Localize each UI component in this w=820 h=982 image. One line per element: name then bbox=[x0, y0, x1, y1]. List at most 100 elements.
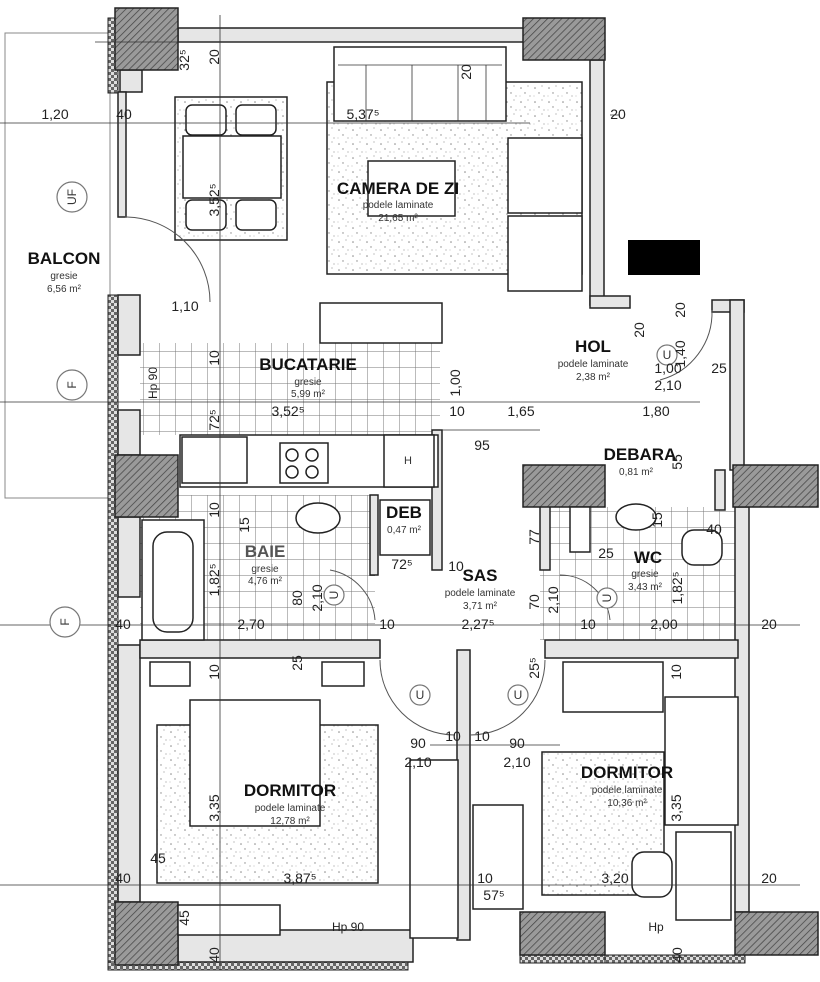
room-hol-name: HOL bbox=[575, 337, 611, 356]
dim-label: 10 bbox=[206, 664, 222, 680]
redaction-block bbox=[628, 240, 700, 275]
dim-label: 10 bbox=[379, 616, 395, 632]
dim-label: 20 bbox=[631, 322, 647, 338]
dim-label: 25 bbox=[598, 545, 614, 561]
room-dormitor2-floor: podele laminate bbox=[592, 785, 663, 796]
room-wc-name: WC bbox=[634, 548, 662, 567]
dim-label: 3,52⁵ bbox=[271, 403, 304, 419]
room-hol-floor: podele laminate bbox=[558, 359, 629, 370]
dim-label: 25 bbox=[289, 655, 305, 671]
chair bbox=[185, 104, 227, 136]
dim-label: 10 bbox=[206, 502, 222, 518]
dim-label: 55 bbox=[669, 454, 685, 470]
dim-label: 1,20 bbox=[41, 106, 68, 122]
dim-label: 10 bbox=[580, 616, 596, 632]
sofa bbox=[333, 46, 507, 122]
u-label: U bbox=[514, 688, 523, 702]
appliance-h bbox=[383, 434, 435, 488]
dim-label: 40 bbox=[115, 870, 131, 886]
room-bucatarie-name: BUCATARIE bbox=[259, 355, 357, 374]
room-camera-area: 21,65 m² bbox=[378, 213, 418, 224]
dim-label: 32⁵ bbox=[176, 49, 192, 70]
room-balcon-area: 6,56 m² bbox=[47, 284, 82, 295]
dim-label: 1,80 bbox=[642, 403, 669, 419]
room-sas-name: SAS bbox=[463, 566, 498, 585]
pillar bbox=[519, 911, 606, 956]
u-label: U bbox=[663, 348, 672, 362]
dim-label: 70 bbox=[526, 594, 542, 610]
dim-label: 40 bbox=[206, 947, 222, 963]
room-sas-area: 3,71 m² bbox=[463, 601, 498, 612]
dim-label: Hp 90 bbox=[146, 367, 160, 399]
dim-label: 10 bbox=[477, 870, 493, 886]
dimension-labels: 32⁵ 20 1,20 40 5,37⁵ 20 20 3,52⁵ 1,10 10… bbox=[41, 49, 777, 963]
nightstand bbox=[321, 661, 365, 687]
dim-label: 20 bbox=[206, 49, 222, 65]
room-dormitor1-floor: podele laminate bbox=[255, 803, 326, 814]
dim-label: 45 bbox=[150, 850, 166, 866]
stove bbox=[279, 442, 329, 484]
door-swings bbox=[124, 216, 713, 736]
dim-label: 45 bbox=[176, 910, 192, 926]
dim-label: 80 bbox=[289, 590, 305, 606]
dim-label: 20 bbox=[761, 870, 777, 886]
dim-label: 90 bbox=[410, 735, 426, 751]
u-symbol bbox=[656, 344, 678, 366]
dim-label: 40 bbox=[706, 521, 722, 537]
boiler bbox=[569, 506, 591, 553]
room-bucatarie-floor: gresie bbox=[294, 377, 322, 388]
dim-label: 2,10 bbox=[503, 754, 530, 770]
pillar bbox=[114, 901, 179, 966]
room-dormitor1-name: DORMITOR bbox=[244, 781, 336, 800]
armchair bbox=[507, 215, 583, 292]
u-symbol bbox=[507, 684, 529, 706]
u-symbol bbox=[596, 587, 618, 609]
room-balcon-floor: gresie bbox=[50, 271, 78, 282]
dim-label: 15 bbox=[236, 517, 252, 533]
dim-label: 95 bbox=[474, 437, 490, 453]
room-deb-area: 0,47 m² bbox=[387, 525, 422, 536]
dim-label: 20 bbox=[672, 302, 688, 318]
u-symbol bbox=[409, 684, 431, 706]
room-labels: CAMERA DE ZI podele laminate 21,65 m² BA… bbox=[28, 179, 677, 827]
dim-label: 10 bbox=[474, 728, 490, 744]
room-hol-area: 2,38 m² bbox=[576, 372, 611, 383]
f-symbol bbox=[49, 606, 81, 638]
pillar bbox=[114, 7, 179, 71]
bed bbox=[664, 696, 739, 826]
dim-label: 3,52⁵ bbox=[206, 183, 222, 216]
dim-label: 40 bbox=[115, 616, 131, 632]
pillar bbox=[522, 464, 606, 508]
dim-label: 40 bbox=[669, 947, 685, 963]
dim-label: 3,20 bbox=[601, 870, 628, 886]
room-camera-name: CAMERA DE ZI bbox=[337, 179, 459, 198]
furniture bbox=[141, 46, 739, 939]
room-sas-floor: podele laminate bbox=[445, 588, 516, 599]
room-baie-area: 4,76 m² bbox=[248, 576, 283, 587]
f-symbol bbox=[56, 369, 88, 401]
dim-label: 40 bbox=[116, 106, 132, 122]
sofa-bed bbox=[562, 661, 664, 713]
room-baie-floor: gresie bbox=[251, 564, 279, 575]
dim-label: 3,87⁵ bbox=[283, 870, 316, 886]
dim-label: 10 bbox=[448, 558, 464, 574]
dim-label: 1,82⁵ bbox=[669, 571, 685, 604]
coffee-table bbox=[367, 160, 456, 217]
dim-label: 3,35 bbox=[668, 794, 684, 821]
dim-label: 57⁵ bbox=[483, 887, 504, 903]
dim-label: 72⁵ bbox=[206, 409, 222, 430]
dim-label: 15 bbox=[649, 512, 665, 528]
balcony-outline bbox=[4, 32, 111, 499]
armchair bbox=[507, 137, 583, 214]
dim-label: 5,37⁵ bbox=[346, 106, 379, 122]
pillar bbox=[114, 454, 179, 518]
dim-label: 2,27⁵ bbox=[461, 616, 494, 632]
pillar bbox=[522, 17, 606, 61]
dim-label: 2,10 bbox=[404, 754, 431, 770]
room-camera-floor: podele laminate bbox=[363, 200, 434, 211]
u-label: U bbox=[416, 688, 425, 702]
room-debara-name: DEBARA bbox=[604, 445, 677, 464]
room-bucatarie-area: 5,99 m² bbox=[291, 389, 326, 400]
room-dormitor1-area: 12,78 m² bbox=[270, 816, 310, 827]
